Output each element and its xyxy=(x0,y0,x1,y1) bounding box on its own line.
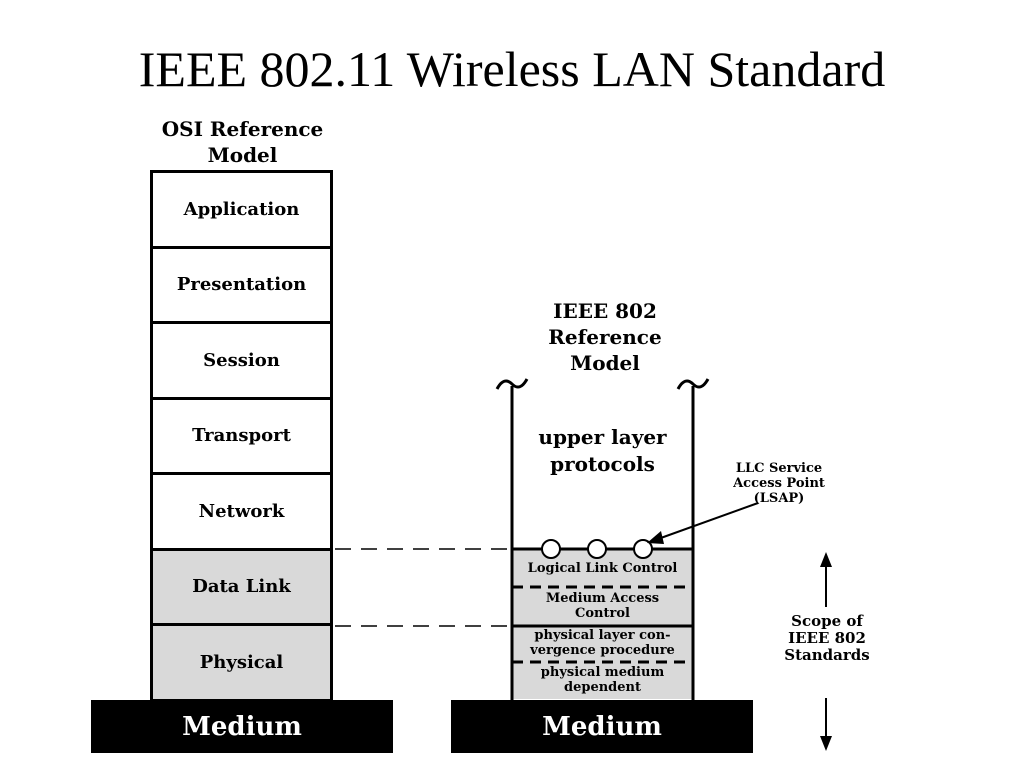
ieee-heading: IEEE 802 Reference Model xyxy=(548,299,662,375)
lsap-arrowhead xyxy=(647,531,664,544)
ieee-medium-bar: Medium xyxy=(451,700,753,753)
ieee-lower-layers-area xyxy=(513,549,692,699)
sublayer-plcp: physical layer con- vergence procedure xyxy=(530,628,675,658)
left-break-mark xyxy=(495,378,529,390)
sublayer-mac: Medium Access Control xyxy=(545,591,660,621)
osi-layer-network: Network xyxy=(153,475,330,551)
upper-layer-protocols: upper layer protocols xyxy=(538,425,667,476)
osi-layer-data-link: Data Link xyxy=(153,550,330,626)
scope-arrowhead-up xyxy=(820,552,832,567)
page-title: IEEE 802.11 Wireless LAN Standard xyxy=(138,41,886,97)
scope-label: Scope of IEEE 802 Standards xyxy=(784,612,870,664)
sublayer-pmd: physical medium dependent xyxy=(540,665,665,695)
sublayer-llc: Logical Link Control xyxy=(527,561,678,576)
right-break-mark xyxy=(676,378,710,390)
osi-layer-session: Session xyxy=(153,324,330,400)
osi-layer-transport: Transport xyxy=(153,400,330,475)
osi-stack: Application Presentation Session Transpo… xyxy=(150,170,333,702)
osi-layer-physical: Physical xyxy=(153,626,330,702)
lsap-label: LLC Service Access Point (LSAP) xyxy=(733,461,825,506)
lsap-circle-2 xyxy=(587,539,607,559)
osi-layer-application: Application xyxy=(153,173,330,249)
lsap-circle-3 xyxy=(633,539,653,559)
osi-heading: OSI Reference Model xyxy=(161,117,324,167)
lsap-circle-1 xyxy=(541,539,561,559)
osi-medium-bar: Medium xyxy=(91,700,393,753)
lsap-arrow-shaft xyxy=(657,502,759,540)
scope-arrowhead-down xyxy=(820,736,832,751)
osi-layer-presentation: Presentation xyxy=(153,249,330,324)
